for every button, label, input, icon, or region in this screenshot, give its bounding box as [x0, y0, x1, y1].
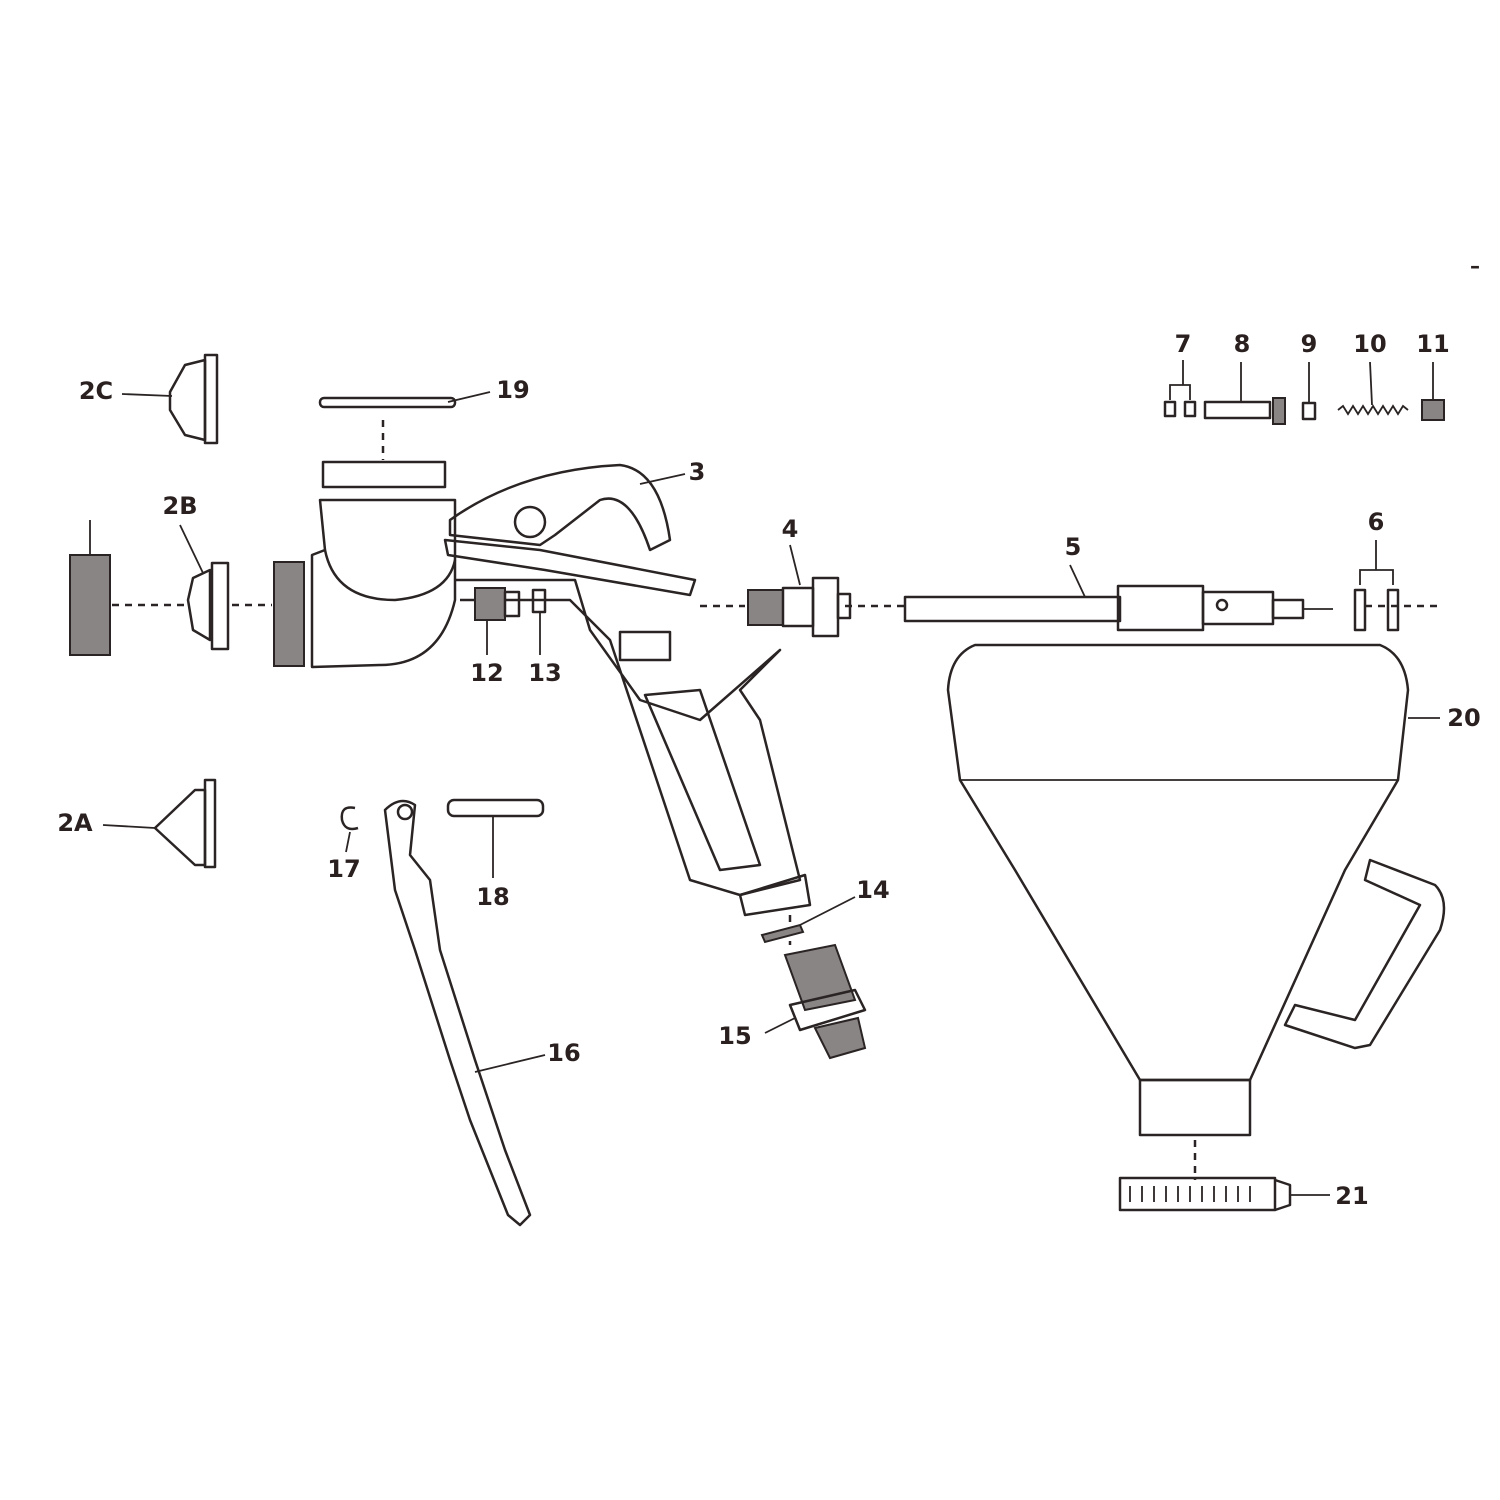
part-6-washers — [1353, 540, 1400, 632]
part-18-pin — [446, 798, 545, 878]
label-2b: 2B — [162, 492, 198, 520]
label-7: 7 — [1174, 330, 1192, 358]
part-3-trigger — [443, 463, 697, 597]
part-4-fitting — [747, 544, 852, 638]
label-2a: 2A — [57, 809, 93, 837]
label-9: 9 — [1300, 330, 1318, 358]
label-12: 12 — [470, 659, 504, 687]
label-21: 21 — [1335, 1182, 1369, 1210]
label-20: 20 — [1447, 704, 1481, 732]
label-6: 6 — [1367, 508, 1385, 536]
label-2c: 2C — [78, 377, 114, 405]
label-3: 3 — [688, 458, 706, 486]
part-5-needle-assembly — [903, 564, 1333, 632]
label-4: 4 — [781, 515, 799, 543]
label-13: 13 — [528, 659, 562, 687]
label-19: 19 — [496, 376, 530, 404]
label-8: 8 — [1233, 330, 1251, 358]
part-2b-nozzle-cap — [179, 524, 230, 651]
part-gun-body — [310, 460, 812, 917]
part-2c-nozzle-cap — [121, 353, 219, 445]
part-air-cap-knurled — [69, 520, 111, 656]
label-5: 5 — [1064, 533, 1082, 561]
part-17-clip — [340, 806, 359, 853]
part-20-hopper — [946, 643, 1446, 1137]
label-15: 15 — [718, 1022, 752, 1050]
label-10: 10 — [1353, 330, 1387, 358]
label-11: 11 — [1416, 330, 1450, 358]
corner-mark: – — [1470, 254, 1480, 278]
part-2a-nozzle-cap — [102, 778, 217, 869]
part-15-coupler — [764, 943, 867, 1060]
part-13-pin — [531, 588, 547, 655]
part-7-11-small-parts — [1163, 360, 1445, 425]
part-19-o-ring — [318, 391, 491, 409]
part-14-filter — [760, 896, 856, 944]
part-21-hose-clamp — [1118, 1176, 1330, 1212]
label-17: 17 — [327, 855, 361, 883]
part-seal-ring — [273, 561, 305, 667]
label-18: 18 — [476, 883, 510, 911]
label-16: 16 — [547, 1039, 581, 1067]
part-16-lever — [383, 799, 546, 1227]
part-12-valve — [474, 587, 521, 655]
label-14: 14 — [856, 876, 890, 904]
